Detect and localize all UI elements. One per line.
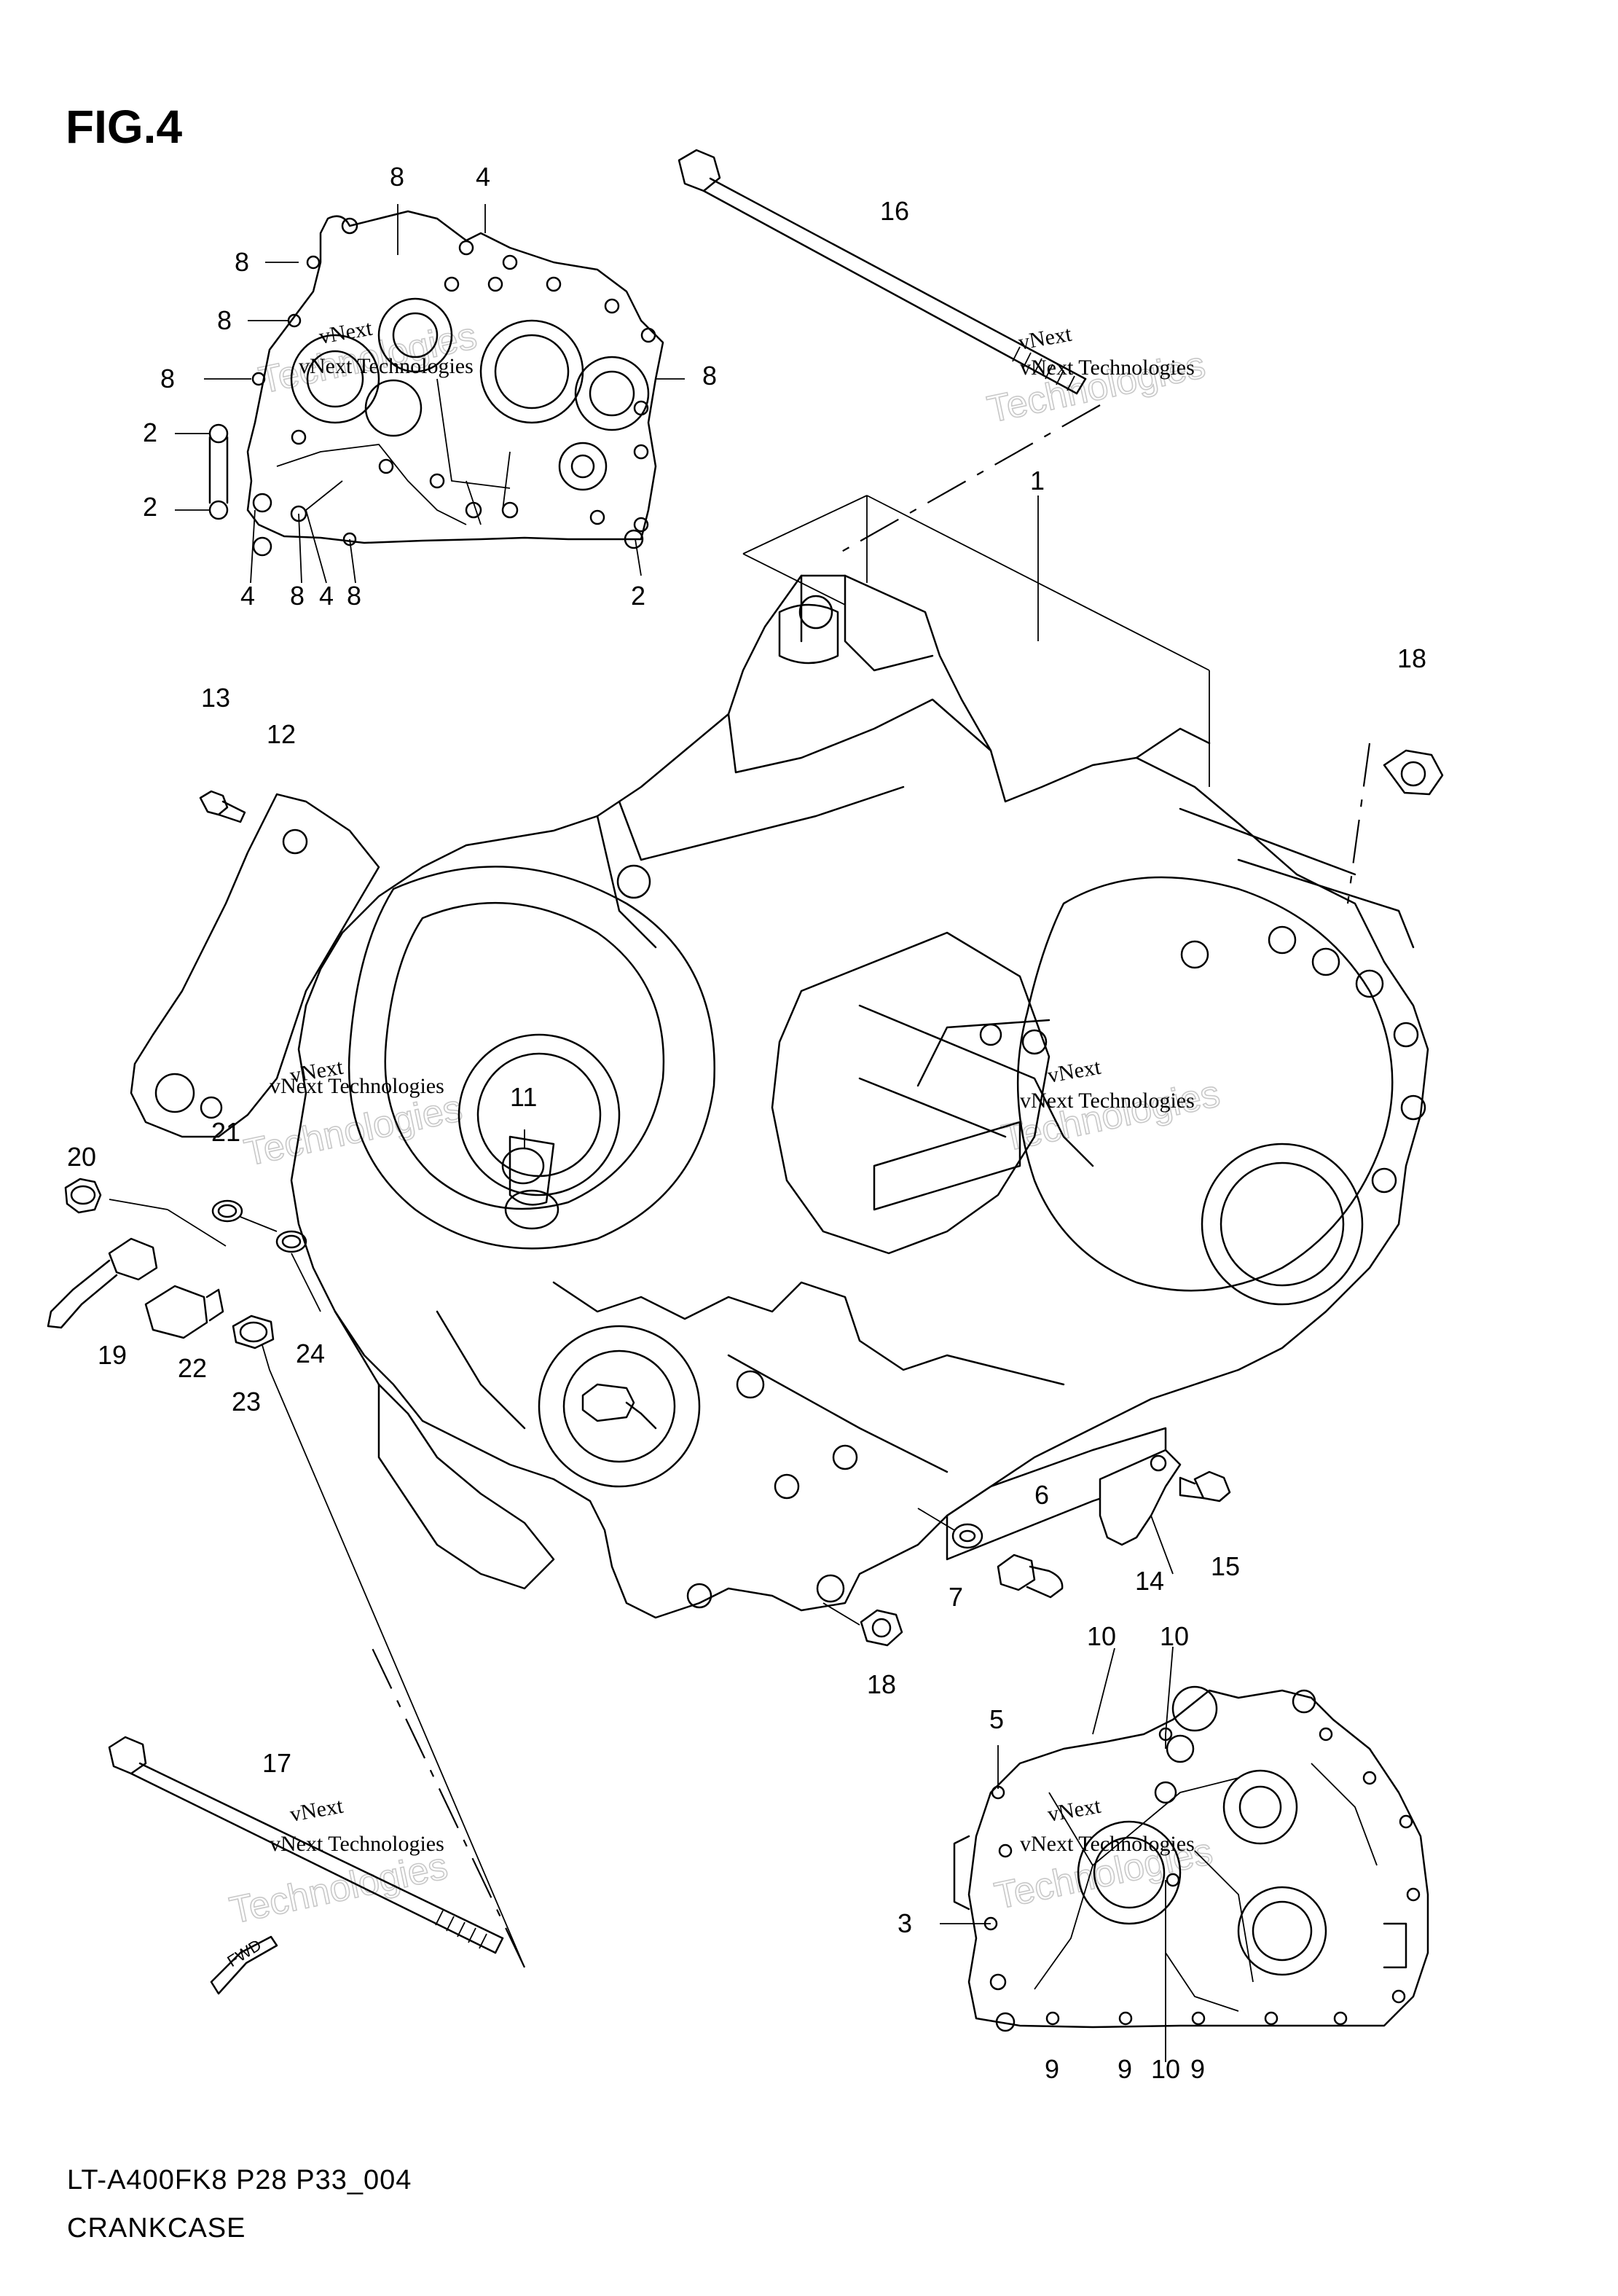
watermark-line: vNext — [288, 1794, 345, 1827]
callout-23: 23 — [232, 1387, 261, 1417]
crankcase-left-half-drawing — [208, 210, 664, 557]
callout-10: 10 — [1160, 1621, 1189, 1651]
fwd-arrow-icon: FWD — [210, 1935, 278, 1995]
watermark-line: vNext — [1016, 322, 1074, 355]
callout-8: 8 — [702, 361, 717, 391]
callout-2: 2 — [631, 581, 645, 611]
callout-5: 5 — [989, 1704, 1004, 1734]
callout-15: 15 — [1211, 1551, 1240, 1581]
bolt-16-drawing — [678, 149, 1101, 555]
callout-22: 22 — [178, 1353, 207, 1383]
callout-16: 16 — [880, 196, 909, 226]
crankcase-right-half-drawing — [940, 1646, 1429, 2062]
sensor-parts-drawing — [47, 1178, 525, 1968]
watermark-line: vNext — [1045, 1794, 1103, 1827]
callouts: 8 4 8 8 8 8 2 2 4 8 4 8 2 16 1 18 13 12 … — [67, 162, 1426, 2084]
callout-18: 18 — [867, 1669, 896, 1699]
watermark-big-3: Technologies — [240, 1087, 466, 1175]
callout-8: 8 — [217, 305, 232, 335]
watermark-line: vNext Technologies — [299, 354, 474, 378]
bolt-6-drawing — [917, 1508, 1064, 1599]
callout-20: 20 — [67, 1142, 96, 1172]
watermarks: Technologies Technologies Technologies T… — [226, 314, 1225, 1932]
watermark-text: vNext vNext Technologies vNext vNext Tec… — [270, 316, 1195, 1856]
figure-name: CRANKCASE — [67, 2213, 246, 2244]
callout-1: 1 — [1030, 466, 1045, 495]
bolt-11-drawing — [501, 1129, 545, 1185]
callout-11: 11 — [510, 1082, 537, 1112]
watermark-line: vNext Technologies — [270, 1832, 444, 1856]
callout-leaders-upper — [175, 204, 685, 584]
watermark-line: vNext Technologies — [1020, 1089, 1195, 1113]
nut-18-bottom-drawing — [822, 1602, 903, 1647]
callout-10: 10 — [1151, 2054, 1180, 2084]
callout-18: 18 — [1397, 643, 1426, 673]
callout-9: 9 — [1118, 2054, 1132, 2084]
figure-title: FIG.4 — [66, 101, 182, 153]
watermark-big-5: Technologies — [226, 1845, 451, 1932]
callout-2: 2 — [143, 492, 157, 522]
gasket-12-drawing — [130, 790, 380, 1138]
bracket-14-drawing — [1099, 1449, 1231, 1575]
callout-4: 4 — [240, 581, 255, 611]
callout-8: 8 — [347, 581, 361, 611]
callout-1-leaders — [742, 495, 1210, 787]
callout-24: 24 — [296, 1339, 325, 1368]
callout-8: 8 — [390, 162, 404, 192]
callout-6: 6 — [1034, 1480, 1049, 1510]
watermark-big-4: Technologies — [998, 1073, 1223, 1160]
callout-8: 8 — [160, 364, 175, 393]
callout-12: 12 — [267, 719, 296, 749]
callout-3: 3 — [898, 1908, 912, 1938]
callout-14: 14 — [1135, 1566, 1164, 1596]
callout-9: 9 — [1045, 2054, 1059, 2084]
callout-21: 21 — [211, 1117, 240, 1147]
callout-13: 13 — [201, 683, 230, 713]
watermark-line: vNext Technologies — [270, 1074, 444, 1098]
callout-10: 10 — [1087, 1621, 1116, 1651]
crankcase-main-drawing — [290, 574, 1429, 1619]
callout-8: 8 — [235, 247, 249, 277]
callout-4: 4 — [319, 581, 334, 611]
watermark-line: vNext Technologies — [1020, 1832, 1195, 1856]
callout-2: 2 — [143, 418, 157, 447]
bolt-17-drawing — [108, 1646, 525, 1968]
watermark-line: vNext — [1045, 1055, 1103, 1088]
nut-18-top-drawing — [1346, 743, 1444, 904]
callout-8: 8 — [290, 581, 305, 611]
watermark-line: vNext Technologies — [1020, 356, 1195, 380]
callout-7: 7 — [949, 1582, 963, 1612]
callout-17: 17 — [262, 1748, 291, 1778]
callout-19: 19 — [98, 1340, 127, 1370]
figure-code: LT-A400FK8 P28 P33_004 — [67, 2165, 412, 2195]
callout-4: 4 — [476, 162, 490, 192]
callout-9: 9 — [1190, 2054, 1205, 2084]
